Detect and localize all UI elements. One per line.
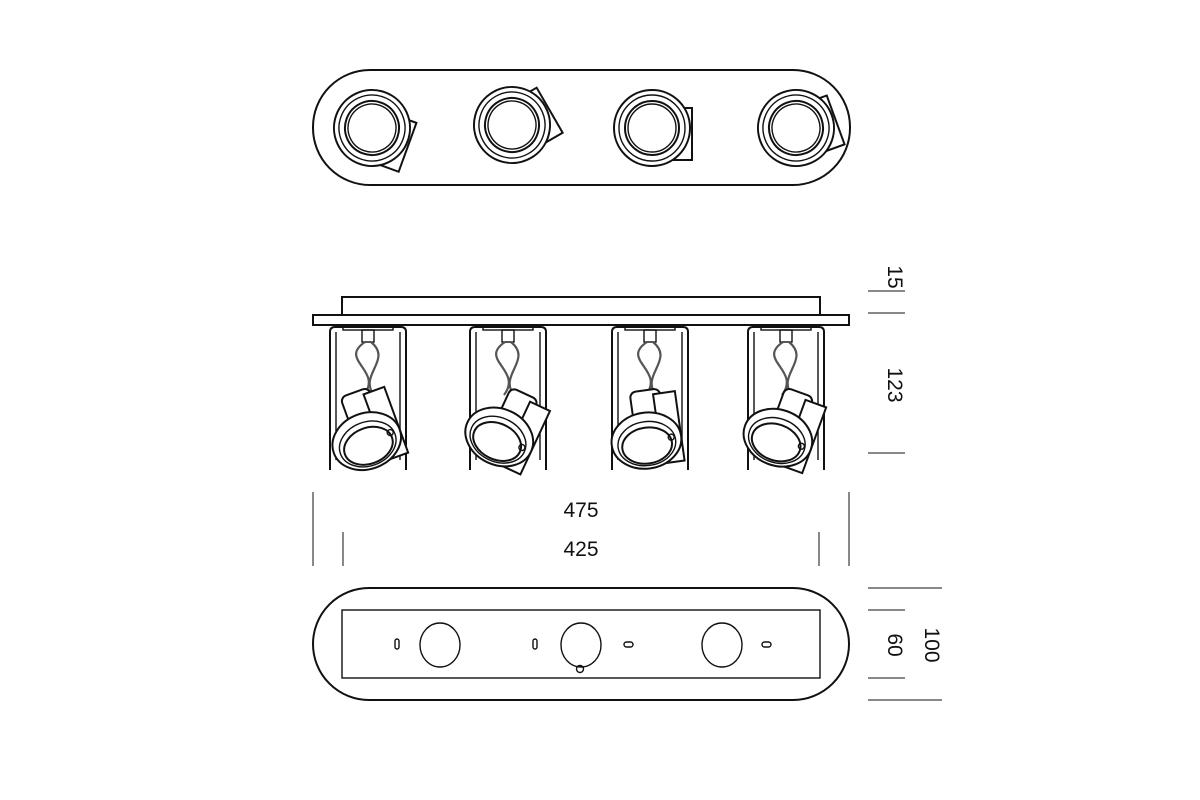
width-dimensions: 60 100 xyxy=(868,587,943,701)
cable-hole xyxy=(560,622,602,668)
slot xyxy=(394,638,400,650)
bottom-view-outline xyxy=(312,587,850,701)
spotlight-top xyxy=(757,89,846,167)
top-view-outline xyxy=(312,69,851,186)
slot xyxy=(623,641,634,648)
spotlight-side xyxy=(464,324,552,476)
dim-spot-height: 123 xyxy=(883,367,906,402)
spotlight-side xyxy=(610,324,689,470)
slot xyxy=(761,641,772,648)
dim-inner-width: 60 xyxy=(883,633,906,656)
dim-overall-length: 475 xyxy=(563,499,598,522)
spotlight-side xyxy=(329,324,410,472)
dim-plate-thickness: 15 xyxy=(883,265,906,288)
spotlight-top xyxy=(333,89,418,174)
top-view xyxy=(312,69,851,186)
bottom-view xyxy=(312,587,850,701)
dim-overall-width: 100 xyxy=(920,627,943,662)
dim-plate-length: 425 xyxy=(563,538,598,561)
spotlight-top xyxy=(473,86,565,164)
cable-hole xyxy=(701,622,743,668)
length-dimensions: 475 425 xyxy=(312,492,850,566)
spotlight-top xyxy=(613,89,693,167)
cable-hole xyxy=(419,622,461,668)
canopy-plate xyxy=(341,296,821,316)
mounting-plate xyxy=(341,609,821,679)
side-view xyxy=(312,296,850,476)
slot xyxy=(532,638,538,650)
spotlight-side xyxy=(742,324,828,475)
base-plate xyxy=(312,314,850,326)
screw-hole xyxy=(575,664,585,674)
height-dimensions: 15 123 xyxy=(868,265,906,454)
